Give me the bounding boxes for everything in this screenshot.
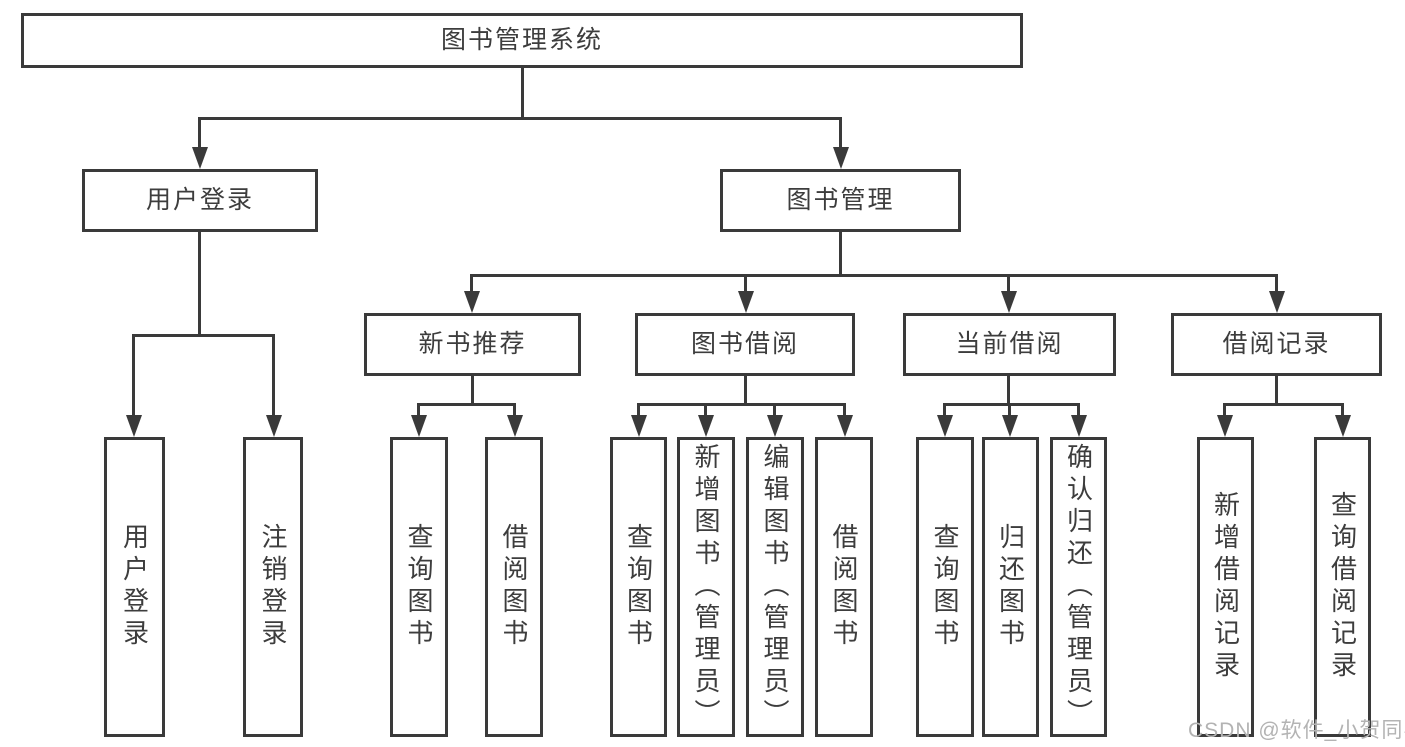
connector-vertical-line — [471, 376, 474, 406]
arrow-down-icon — [265, 415, 282, 437]
node-current-borrowing: 当前借阅 — [903, 313, 1116, 376]
connector-vertical-line — [943, 403, 946, 417]
connector-vertical-line — [1223, 403, 1226, 417]
leaf-query-books-3: 查询图书 — [916, 437, 974, 737]
connector-vertical-line — [1007, 274, 1010, 293]
connector-horizontal-line — [132, 334, 275, 337]
connector-vertical-line — [637, 403, 640, 417]
leaf-logout: 注销登录 — [243, 437, 303, 737]
connector-vertical-line — [132, 334, 135, 417]
connector-horizontal-line — [470, 274, 1278, 277]
connector-vertical-line — [704, 403, 707, 417]
connector-vertical-line — [198, 117, 201, 149]
leaf-add-book-admin: 新增图书（管理员） — [677, 437, 735, 737]
connector-vertical-line — [1341, 403, 1344, 417]
arrow-down-icon — [506, 415, 523, 437]
node-borrowing-records: 借阅记录 — [1171, 313, 1382, 376]
arrow-down-icon — [1268, 291, 1285, 313]
connector-vertical-line — [1275, 375, 1278, 406]
arrow-down-icon — [125, 415, 142, 437]
leaf-query-books-2: 查询图书 — [610, 437, 667, 737]
connector-vertical-line — [744, 274, 747, 293]
connector-horizontal-line — [198, 117, 842, 120]
leaf-confirm-return-admin: 确认归还（管理员） — [1050, 437, 1107, 737]
connector-horizontal-line — [417, 403, 516, 406]
connector-vertical-line — [1077, 403, 1080, 417]
arrow-down-icon — [766, 415, 783, 437]
leaf-borrow-books: 借阅图书 — [485, 437, 543, 737]
connector-vertical-line — [513, 403, 516, 417]
connector-vertical-line — [521, 68, 524, 118]
leaf-add-borrow-record: 新增借阅记录 — [1197, 437, 1254, 737]
connector-horizontal-line — [1223, 403, 1344, 406]
connector-vertical-line — [470, 274, 473, 293]
arrow-down-icon — [697, 415, 714, 437]
arrow-down-icon — [1000, 291, 1017, 313]
arrow-down-icon — [410, 415, 427, 437]
node-user-login: 用户登录 — [82, 169, 318, 232]
arrow-down-icon — [832, 147, 849, 169]
leaf-borrow-books-2: 借阅图书 — [815, 437, 873, 737]
arrow-down-icon — [191, 147, 208, 169]
connector-vertical-line — [1007, 375, 1010, 406]
connector-vertical-line — [272, 334, 275, 417]
arrow-down-icon — [1334, 415, 1351, 437]
connector-vertical-line — [843, 403, 846, 417]
leaf-return-book: 归还图书 — [982, 437, 1039, 737]
arrow-down-icon — [936, 415, 953, 437]
leaf-edit-book-admin: 编辑图书（管理员） — [746, 437, 804, 737]
arrow-down-icon — [630, 415, 647, 437]
connector-vertical-line — [417, 403, 420, 417]
leaf-user-login: 用户登录 — [104, 437, 165, 737]
connector-vertical-line — [198, 232, 201, 336]
arrow-down-icon — [1070, 415, 1087, 437]
node-book-borrowing: 图书借阅 — [635, 313, 855, 376]
connector-vertical-line — [1008, 403, 1011, 417]
connector-horizontal-line — [637, 403, 846, 406]
arrow-down-icon — [836, 415, 853, 437]
connector-vertical-line — [839, 232, 842, 277]
leaf-query-books: 查询图书 — [390, 437, 448, 737]
node-book-management: 图书管理 — [720, 169, 961, 232]
connector-vertical-line — [839, 117, 842, 149]
leaf-query-borrow-record: 查询借阅记录 — [1314, 437, 1371, 737]
connector-vertical-line — [773, 403, 776, 417]
node-new-book-recommendation: 新书推荐 — [364, 313, 581, 376]
arrow-down-icon — [737, 291, 754, 313]
arrow-down-icon — [463, 291, 480, 313]
csdn-watermark: CSDN @软件_小贺同学 — [1188, 719, 1405, 742]
connector-horizontal-line — [943, 403, 1080, 406]
connector-vertical-line — [744, 376, 747, 406]
arrow-down-icon — [1216, 415, 1233, 437]
connector-vertical-line — [1275, 274, 1278, 293]
arrow-down-icon — [1001, 415, 1018, 437]
node-library-management-system: 图书管理系统 — [21, 13, 1023, 68]
